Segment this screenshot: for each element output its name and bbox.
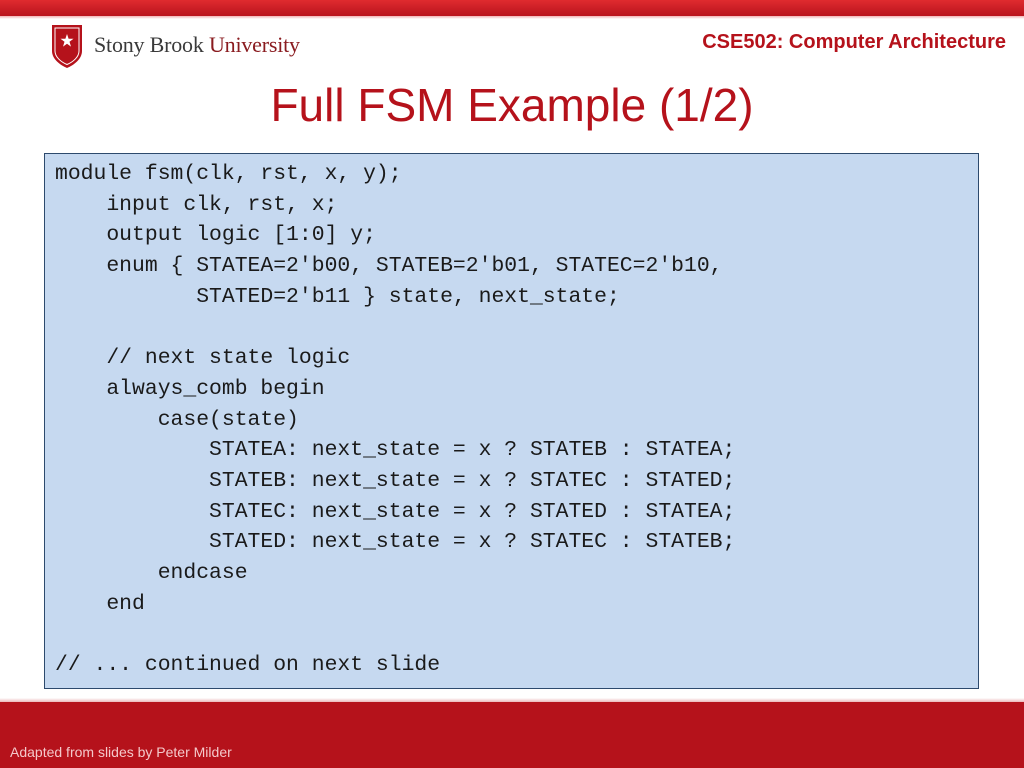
code-line: STATEA: next_state = x ? STATEB : STATEA…: [55, 438, 736, 463]
code-line: [55, 312, 978, 343]
code-line: STATEC: next_state = x ? STATED : STATEA…: [55, 499, 736, 524]
bottom-band-highlight: [0, 698, 1024, 703]
footer-credit: Adapted from slides by Peter Milder: [10, 744, 232, 760]
code-line: input clk, rst, x;: [55, 192, 338, 217]
code-block: module fsm(clk, rst, x, y); input clk, r…: [44, 153, 979, 689]
university-logo: Stony Brook University: [50, 23, 330, 71]
university-name-part2: University: [208, 32, 300, 57]
code-line: endcase: [55, 560, 248, 585]
code-line: output logic [1:0] y;: [55, 223, 376, 248]
course-title: CSE502: Computer Architecture: [702, 31, 1006, 53]
code-line: // ... continued on next slide: [55, 653, 441, 677]
code-line: STATEB: next_state = x ? STATEC : STATED…: [55, 468, 736, 493]
code-line: always_comb begin: [55, 376, 325, 401]
code-line: case(state): [55, 407, 299, 432]
slide-title: Full FSM Example (1/2): [270, 79, 754, 131]
code-line: end: [55, 591, 145, 616]
university-name-part1: Stony Brook: [94, 32, 204, 57]
code-line: module fsm(clk, rst, x, y);: [55, 162, 402, 186]
code-line: [55, 619, 978, 650]
university-name: Stony Brook University: [94, 32, 300, 58]
star-shield-icon: [52, 25, 82, 68]
bottom-red-band: [0, 702, 1024, 768]
top-red-band: [0, 0, 1024, 18]
top-band-highlight: [0, 16, 1024, 19]
code-line: // next state logic: [55, 346, 351, 371]
code-line: enum { STATEA=2'b00, STATEB=2'b01, STATE…: [55, 254, 723, 279]
code-line: STATED: next_state = x ? STATEC : STATEB…: [55, 530, 736, 555]
code-line: STATED=2'b11 } state, next_state;: [55, 284, 620, 309]
